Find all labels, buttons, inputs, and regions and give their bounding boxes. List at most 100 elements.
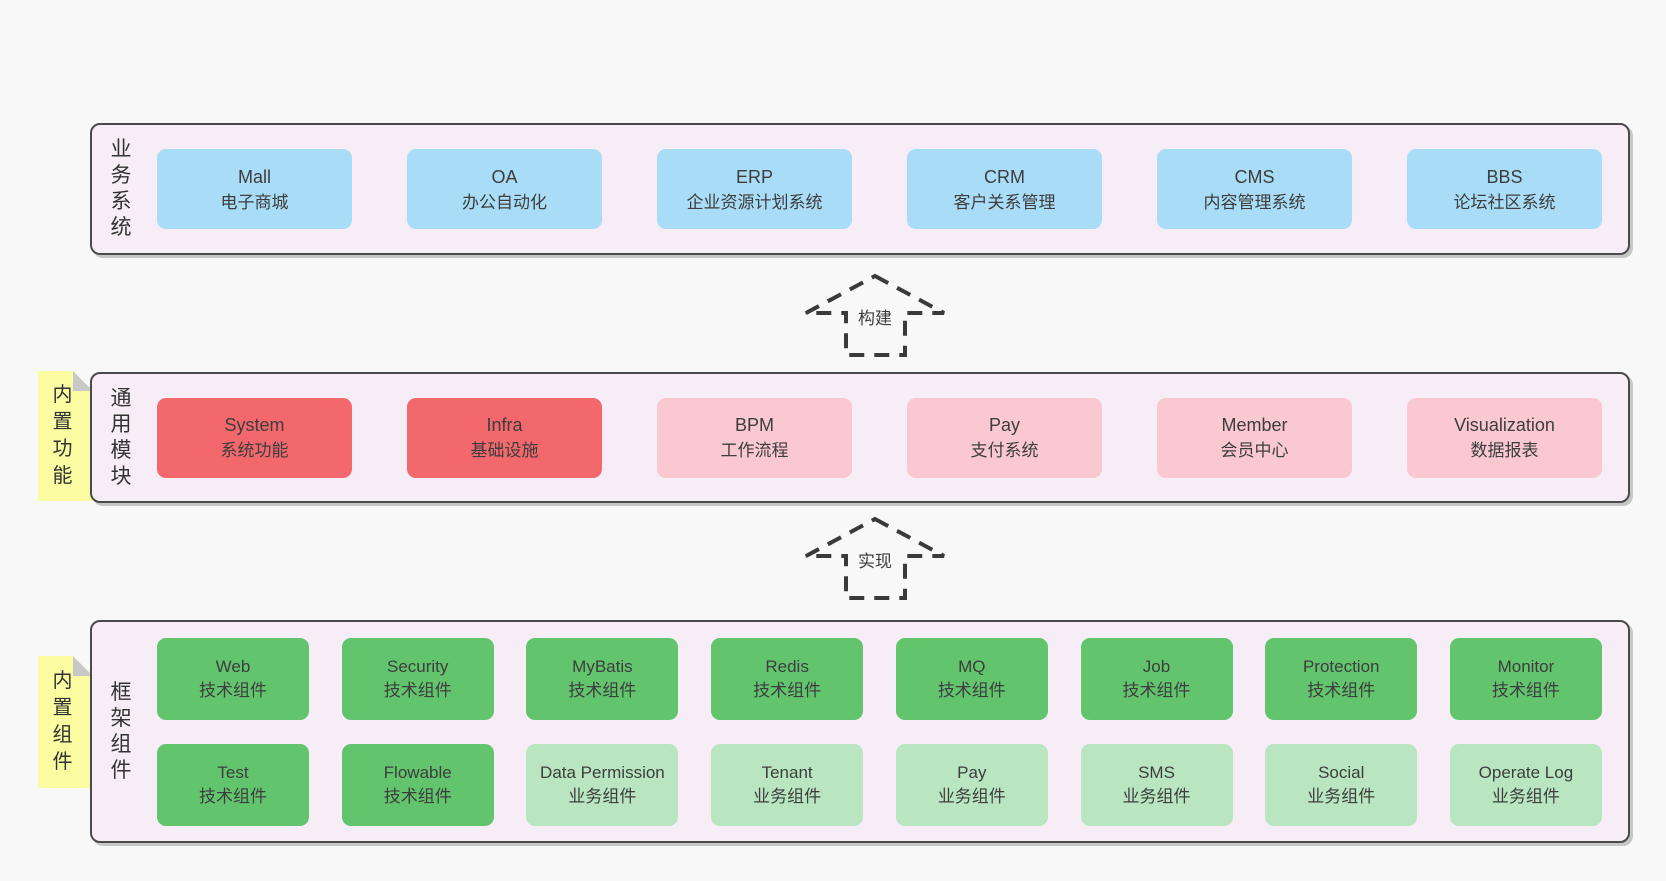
box-oa: OA 办公自动化 — [407, 149, 602, 229]
box-subtitle: 内容管理系统 — [1203, 192, 1306, 212]
box-title: MyBatis — [572, 656, 633, 676]
box-subtitle: 技术组件 — [199, 786, 267, 806]
box-flowable: Flowable 技术组件 — [341, 743, 494, 826]
box-title: MQ — [958, 656, 986, 676]
arrow-label-implement: 实现 — [855, 551, 895, 573]
panel-label-framework-components: 框架组件 — [110, 680, 132, 782]
box-web: Web 技术组件 — [157, 637, 309, 720]
box-subtitle: 客户关系管理 — [953, 192, 1056, 212]
up-arrow-implement: 实现 — [801, 515, 949, 602]
box-title: Redis — [765, 656, 809, 676]
box-subtitle: 企业资源计划系统 — [686, 192, 823, 212]
box-title: Flowable — [383, 762, 452, 782]
common-modules-box-row: System 系统功能 Infra 基础设施 BPM 工作流程 Pay 支付系统… — [135, 397, 1628, 478]
box-title: Social — [1318, 762, 1365, 782]
box-title: ERP — [735, 166, 773, 187]
box-bpm: BPM 工作流程 — [657, 397, 852, 478]
box-title: Web — [215, 656, 251, 676]
sticky-label: 内置组件 — [52, 670, 73, 773]
box-subtitle: 论坛社区系统 — [1453, 192, 1556, 212]
box-subtitle: 技术组件 — [568, 680, 637, 700]
panel-label-common-modules: 通用模块 — [110, 386, 132, 488]
box-subtitle: 技术组件 — [937, 680, 1006, 700]
box-subtitle: 业务组件 — [1122, 786, 1191, 806]
box-subtitle: 业务组件 — [753, 786, 822, 806]
box-mq: MQ 技术组件 — [895, 637, 1048, 720]
box-pay: Pay 支付系统 — [907, 397, 1102, 478]
panel-common-modules: 通用模块 System 系统功能 Infra 基础设施 BPM 工作流程 Pay… — [90, 372, 1630, 503]
panel-label-business-systems: 业务系统 — [110, 138, 132, 239]
box-mybatis: MyBatis 技术组件 — [526, 637, 679, 720]
box-title: Visualization — [1454, 415, 1555, 435]
box-test: Test 技术组件 — [157, 743, 309, 826]
box-title: SMS — [1138, 762, 1175, 782]
box-title: Pay — [957, 762, 987, 782]
box-tenant: Tenant 业务组件 — [711, 743, 864, 826]
box-title: Operate Log — [1478, 762, 1574, 782]
box-subtitle: 业务组件 — [1307, 786, 1376, 806]
box-subtitle: 技术组件 — [1491, 680, 1560, 700]
box-subtitle: 工作流程 — [720, 441, 789, 460]
box-subtitle: 技术组件 — [1122, 680, 1191, 700]
box-job: Job 技术组件 — [1080, 637, 1233, 720]
box-erp: ERP 企业资源计划系统 — [657, 149, 852, 229]
arrow-label-build: 构建 — [855, 308, 895, 330]
business-systems-box-row: Mall 电子商城 OA 办公自动化 ERP 企业资源计划系统 CRM 客户关系… — [135, 149, 1628, 229]
box-subtitle: 数据报表 — [1470, 441, 1539, 460]
panel-framework-components: 框架组件 Web 技术组件 Security 技术组件 MyBatis 技术组件… — [90, 620, 1630, 843]
box-social: Social 业务组件 — [1265, 743, 1418, 826]
box-subtitle: 支付系统 — [970, 441, 1039, 460]
box-title: Mall — [237, 166, 271, 187]
sticky-label: 内置功能 — [52, 384, 73, 487]
box-infra: Infra 基础设施 — [407, 397, 602, 478]
box-protection: Protection 技术组件 — [1265, 637, 1418, 720]
box-title: Test — [217, 762, 249, 782]
box-title: Protection — [1302, 656, 1380, 676]
box-redis: Redis 技术组件 — [711, 637, 864, 720]
box-title: Security — [386, 656, 449, 676]
box-member: Member 会员中心 — [1157, 397, 1352, 478]
box-subtitle: 技术组件 — [1307, 680, 1376, 700]
box-monitor: Monitor 技术组件 — [1449, 637, 1602, 720]
box-title: Job — [1142, 656, 1171, 676]
box-title: BBS — [1486, 166, 1523, 187]
box-bbs: BBS 论坛社区系统 — [1407, 149, 1602, 229]
box-subtitle: 技术组件 — [199, 680, 267, 700]
box-subtitle: 技术组件 — [753, 680, 822, 700]
box-security: Security 技术组件 — [341, 637, 494, 720]
box-title: System — [224, 415, 285, 435]
box-visualization: Visualization 数据报表 — [1407, 397, 1602, 478]
box-pay-biz: Pay 业务组件 — [895, 743, 1048, 826]
box-system: System 系统功能 — [157, 397, 352, 478]
box-sms: SMS 业务组件 — [1080, 743, 1233, 826]
framework-components-row-1: Web 技术组件 Security 技术组件 MyBatis 技术组件 Redi… — [157, 637, 1602, 720]
box-cms: CMS 内容管理系统 — [1157, 149, 1352, 229]
box-title: BPM — [734, 415, 774, 435]
box-subtitle: 技术组件 — [383, 680, 452, 700]
box-operate-log: Operate Log 业务组件 — [1449, 743, 1602, 826]
framework-components-row-2: Test 技术组件 Flowable 技术组件 Data Permission … — [157, 743, 1602, 826]
framework-components-grid: Web 技术组件 Security 技术组件 MyBatis 技术组件 Redi… — [135, 637, 1628, 826]
sticky-note-built-in-components: 内置组件 — [38, 656, 93, 788]
box-title: CRM — [984, 166, 1025, 187]
box-subtitle: 基础设施 — [470, 441, 539, 460]
sticky-note-built-in-features: 内置功能 — [38, 371, 93, 501]
box-title: Tenant — [761, 762, 813, 782]
box-title: Member — [1221, 415, 1288, 435]
box-subtitle: 业务组件 — [568, 786, 637, 806]
box-subtitle: 会员中心 — [1220, 441, 1289, 460]
box-title: Monitor — [1497, 656, 1555, 676]
box-subtitle: 电子商城 — [220, 192, 289, 212]
box-mall: Mall 电子商城 — [157, 149, 352, 229]
box-subtitle: 业务组件 — [937, 786, 1006, 806]
box-data-permission: Data Permission 业务组件 — [526, 743, 679, 826]
box-crm: CRM 客户关系管理 — [907, 149, 1102, 229]
box-subtitle: 办公自动化 — [462, 192, 547, 212]
box-title: CMS — [1234, 166, 1275, 187]
box-subtitle: 技术组件 — [383, 786, 452, 806]
box-title: Data Permission — [540, 762, 665, 782]
up-arrow-build: 构建 — [801, 272, 949, 359]
box-title: OA — [491, 166, 518, 187]
box-title: Pay — [988, 415, 1021, 435]
